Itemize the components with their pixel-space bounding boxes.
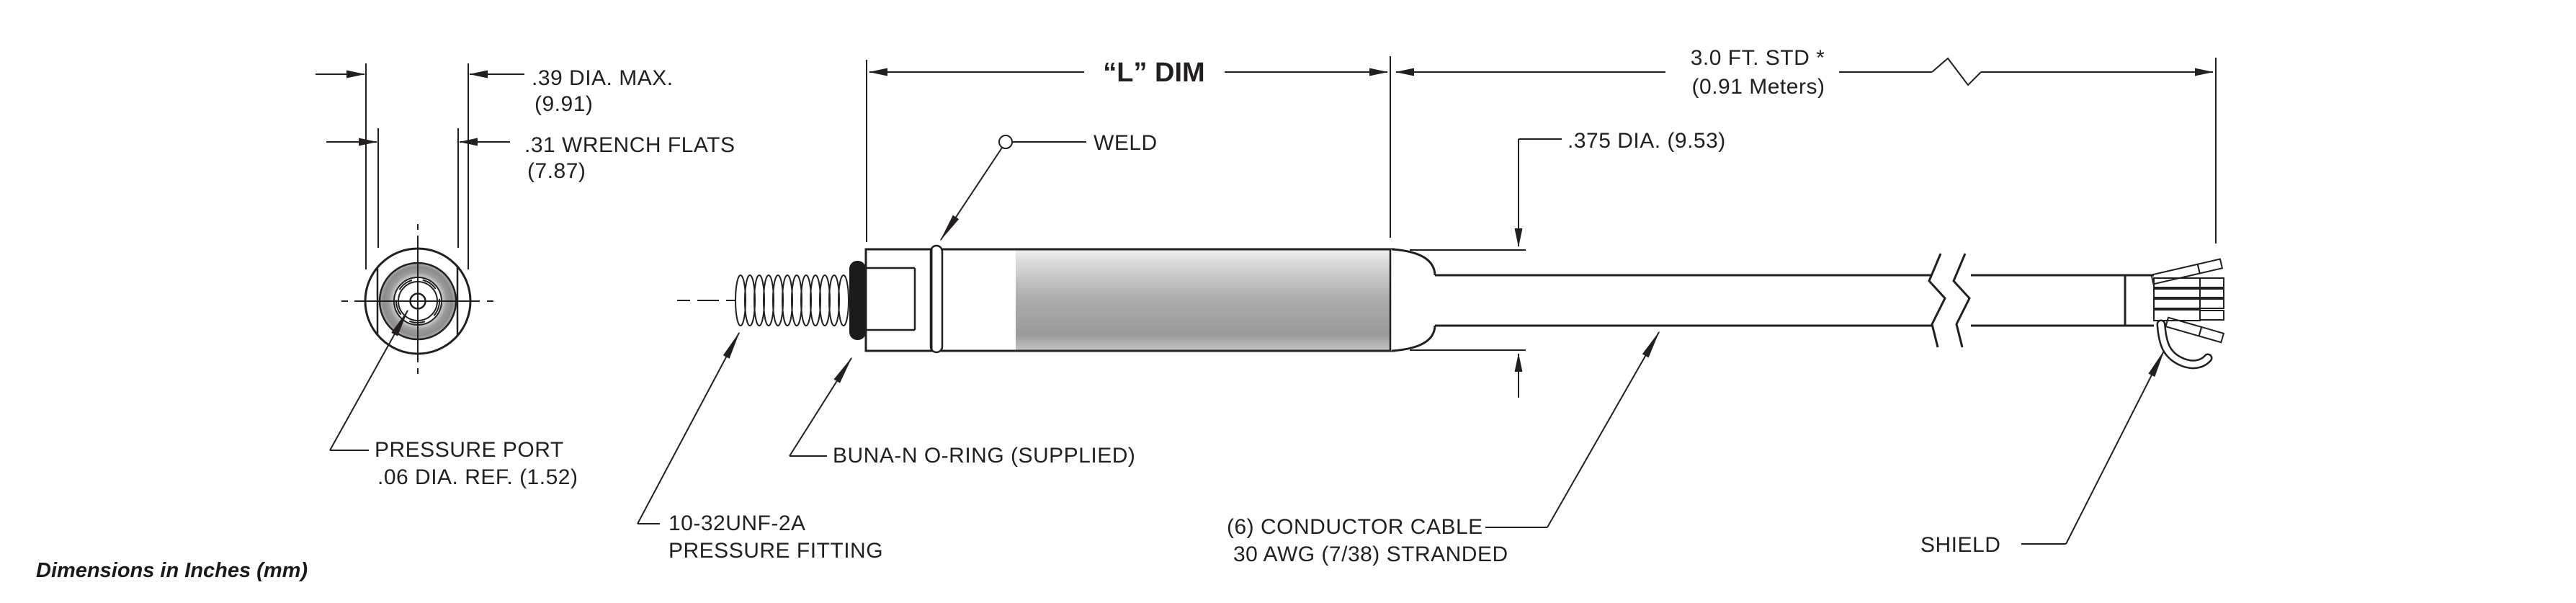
leader-arrow (939, 147, 1003, 241)
units-note: Dimensions in Inches (mm) (36, 559, 308, 582)
wire-black (2153, 309, 2224, 321)
leader-arrow (789, 357, 853, 457)
cable-break-symbol (1928, 253, 1971, 348)
hex-wrench-flats-body (864, 248, 933, 352)
label-weld: WELD (939, 131, 1158, 241)
wire-tip (2199, 288, 2224, 298)
dim-cable-dia: .375 DIA. (9.53) (1410, 129, 1726, 398)
dim-cable-len-text-1: 3.0 FT. STD * (1691, 46, 1825, 70)
o-ring (849, 261, 866, 340)
label-oring: BUNA-N O-RING (SUPPLIED) (789, 357, 1135, 468)
wire-red (2153, 277, 2224, 288)
label-port-text-2: .06 DIA. REF. (1.52) (377, 465, 578, 489)
housing-end-cap (1389, 248, 1436, 352)
label-pressure-fitting: 10-32UNF-2A PRESSURE FITTING (637, 331, 883, 563)
label-shield-text: SHIELD (1920, 533, 2000, 557)
label-fitting-text-1: 10-32UNF-2A (668, 512, 806, 535)
label-shield: SHIELD (1920, 349, 2165, 557)
dim-dia-max-text-1: .39 DIA. MAX. (532, 66, 674, 90)
housing-shaded-section (1016, 250, 1390, 350)
dim-wrench-flats: .31 WRENCH FLATS (7.87) (326, 128, 735, 248)
shield-drain-wire (2156, 319, 2213, 370)
label-conductor-cable: (6) CONDUCTOR CABLE 30 AWG (7/38) STRAND… (1227, 331, 1660, 566)
dim-wrench-text-1: .31 WRENCH FLATS (524, 133, 735, 157)
dim-cable-length: 3.0 FT. STD * (0.91 Meters) (1395, 46, 2217, 244)
wire-tip (2199, 310, 2224, 321)
wire-white (2153, 288, 2224, 298)
label-oring-text: BUNA-N O-RING (SUPPLIED) (833, 444, 1135, 468)
leader-arrow (637, 331, 740, 524)
pressure-port-end-view (341, 224, 493, 374)
dim-line-break (1931, 57, 1982, 86)
dim-l-length: “L” DIM (866, 56, 1391, 242)
transducer-side-view (677, 244, 2154, 354)
label-weld-text: WELD (1094, 131, 1158, 155)
label-port-text-1: PRESSURE PORT (375, 438, 564, 462)
wire-tip (2196, 258, 2224, 274)
leader-arrow (1547, 331, 1660, 528)
dim-cable-dia-text: .375 DIA. (9.53) (1567, 129, 1726, 153)
label-pressure-port: PRESSURE PORT .06 DIA. REF. (1.52) (329, 309, 578, 489)
leader-arrow (329, 309, 408, 451)
wire-tip (2198, 326, 2225, 344)
conductor-cable (1435, 274, 2154, 327)
dim-wrench-text-2: (7.87) (527, 159, 586, 183)
cable-wire-fanout (2150, 258, 2225, 370)
wire-blue (2165, 316, 2225, 344)
label-fitting-text-2: PRESSURE FITTING (668, 539, 883, 563)
dim-dia-max: .39 DIA. MAX. (9.91) (316, 63, 674, 269)
wire-tip (2199, 298, 2224, 309)
weld-bead (929, 244, 944, 354)
pressure-fitting-threads (735, 274, 849, 326)
wire-yellow (2150, 258, 2224, 285)
leader-arrow (2065, 349, 2165, 545)
label-cable-text-1: (6) CONDUCTOR CABLE (1227, 515, 1483, 539)
center-lines (341, 224, 493, 374)
dim-l-text: “L” DIM (1103, 58, 1204, 88)
wire-tip (2199, 277, 2224, 288)
dim-cable-len-text-2: (0.91 Meters) (1692, 75, 1825, 99)
weld-balloon-icon (998, 135, 1013, 149)
label-cable-text-2: 30 AWG (7/38) STRANDED (1233, 542, 1508, 566)
dim-dia-max-text-2: (9.91) (535, 92, 593, 116)
wire-green (2153, 298, 2224, 309)
